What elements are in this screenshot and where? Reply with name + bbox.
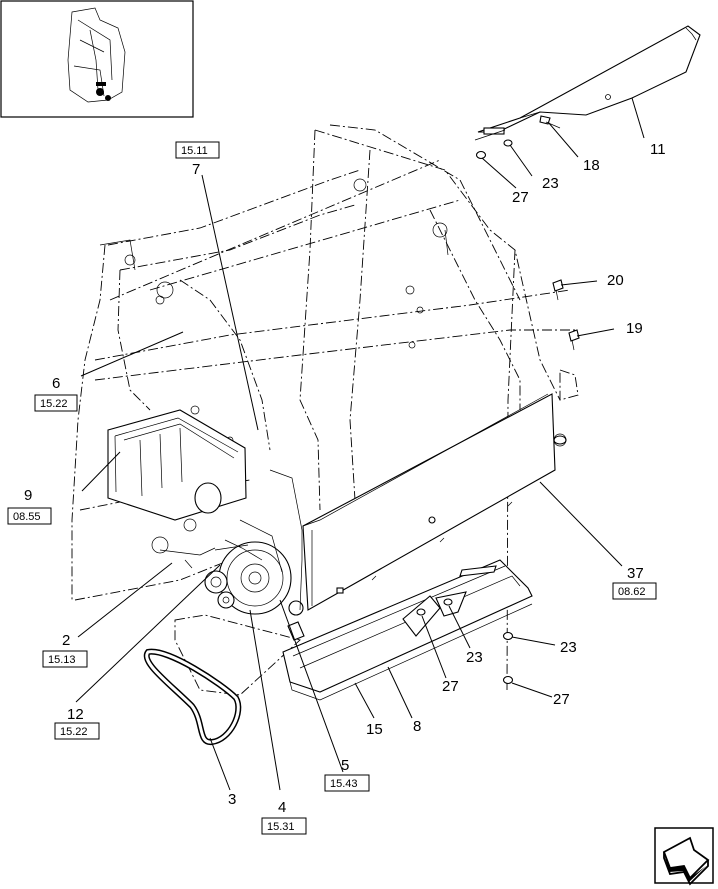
part-8-bottom-plate	[282, 559, 533, 701]
callout-20: 20	[607, 272, 624, 289]
callout-15: 15	[366, 721, 383, 738]
callout-27-nut: 27	[553, 691, 570, 708]
ref-box-37[interactable]: 08.62	[612, 582, 657, 600]
reference-boxes: 15.11 15.22 08.55 08.62 15.13 15.22 15.3…	[7, 141, 657, 835]
ref-box-9[interactable]: 08.55	[7, 507, 52, 525]
part-9-front-box	[107, 409, 247, 521]
ref-box-2-text: 15.13	[48, 654, 76, 666]
callout-11: 11	[650, 141, 666, 158]
callout-2: 2	[62, 632, 70, 649]
mounting-plates	[402, 591, 514, 685]
callout-27-plate: 27	[442, 678, 459, 695]
callout-9: 9	[24, 487, 32, 504]
ref-box-6-text: 15.22	[40, 398, 68, 410]
callout-5: 5	[341, 757, 349, 774]
ref-box-7[interactable]: 15.11	[175, 141, 220, 159]
hardware-top	[474, 115, 561, 160]
callout-6: 6	[52, 375, 60, 392]
callout-18: 18	[583, 157, 600, 174]
ref-box-5[interactable]: 15.43	[324, 774, 370, 792]
callout-23: 23	[542, 175, 559, 192]
callout-12: 12	[67, 706, 84, 723]
callout-37: 37	[627, 565, 644, 582]
callout-19: 19	[626, 320, 643, 337]
callout-labels: 11 18 23 27 7 6 20 19 9 37 2 12 3 4 5 8 …	[24, 141, 666, 816]
drive-pulleys	[159, 469, 304, 616]
ref-box-5-text: 15.43	[330, 778, 358, 790]
bolts-20-19	[552, 279, 580, 351]
ref-box-6[interactable]: 15.22	[34, 394, 78, 412]
arrow-next-icon	[662, 836, 710, 886]
callout-7: 7	[192, 161, 200, 178]
ref-box-4-text: 15.31	[267, 821, 295, 833]
part-11-top-shield	[477, 25, 701, 135]
leader-lines	[75, 97, 645, 791]
callout-3: 3	[228, 791, 236, 808]
callout-23-plate: 23	[466, 649, 483, 666]
part-37-side-panel	[302, 393, 567, 611]
next-page-button[interactable]	[654, 827, 714, 886]
callout-27: 27	[512, 189, 529, 206]
ref-box-9-text: 08.55	[13, 511, 41, 523]
ref-box-12[interactable]: 15.22	[54, 722, 100, 740]
locator-thumbnail	[0, 0, 194, 118]
callout-8: 8	[413, 718, 421, 735]
part-3-belt	[143, 648, 242, 745]
callout-23-washer: 23	[560, 639, 577, 656]
ref-box-2[interactable]: 15.13	[42, 650, 88, 668]
ref-box-7-text: 15.11	[181, 145, 208, 157]
callout-4: 4	[278, 799, 286, 816]
ref-box-4[interactable]: 15.31	[261, 817, 307, 835]
ref-box-37-text: 08.62	[618, 586, 646, 598]
ref-box-12-text: 15.22	[60, 726, 88, 738]
